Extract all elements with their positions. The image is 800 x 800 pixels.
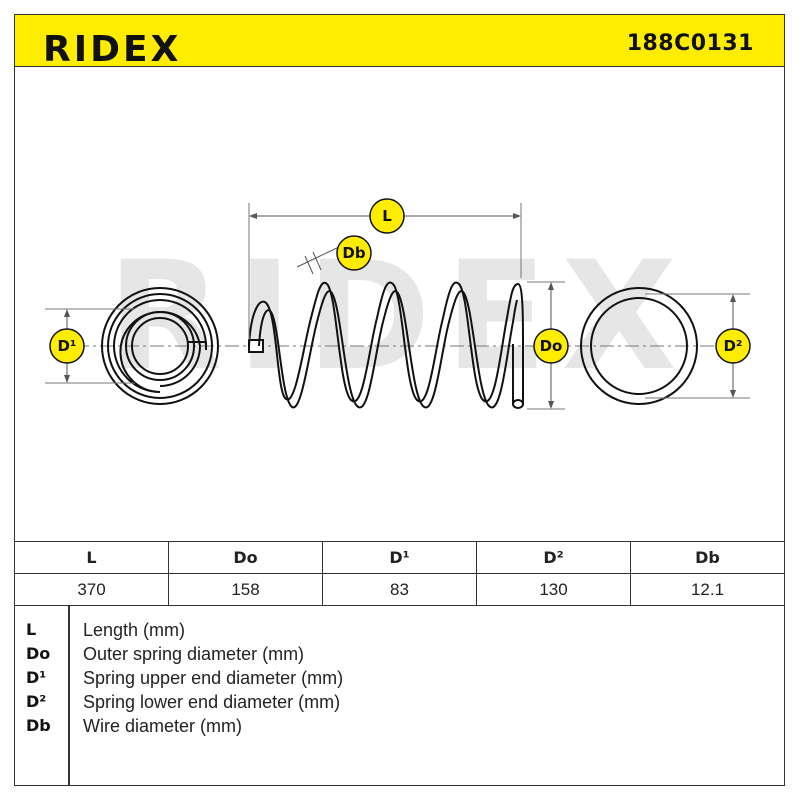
value-cell-wire-diameter: 12.1 — [630, 573, 785, 606]
legend-description: Spring lower end diameter (mm) — [83, 692, 341, 712]
upper-diameter-dimension: D¹ — [45, 308, 135, 384]
spring-side-view — [248, 281, 524, 409]
wire-label: Db — [342, 244, 365, 262]
legend-key: L — [26, 620, 37, 639]
value-cell-length: 370 — [14, 573, 169, 606]
header-cell-upper-diameter: D¹ — [322, 541, 477, 574]
legend-description: Length (mm) — [83, 620, 186, 640]
legend-description: Outer spring diameter (mm) — [83, 644, 305, 664]
length-dimension: L — [248, 198, 522, 340]
legend: L Length (mm) Do Outer spring diameter (… — [14, 606, 785, 786]
length-label: L — [382, 207, 392, 225]
legend-key: D¹ — [26, 668, 47, 687]
legend-item: L Length (mm) — [14, 620, 774, 644]
lower-end-view — [580, 287, 698, 405]
specs-value-row: 370 158 83 130 12.1 — [14, 573, 785, 606]
header-cell-length: L — [14, 541, 169, 574]
header-cell-lower-diameter: D² — [476, 541, 631, 574]
upper-diameter-label: D¹ — [57, 337, 76, 355]
legend-key: Db — [26, 716, 51, 735]
value-cell-lower-diameter: 130 — [476, 573, 631, 606]
legend-divider — [68, 606, 70, 786]
value-cell-outer-diameter: 158 — [168, 573, 323, 606]
header-bar: RIDEX 188C0131 — [14, 14, 785, 70]
header-cell-outer-diameter: Do — [168, 541, 323, 574]
legend-item: Db Wire diameter (mm) — [14, 716, 774, 740]
lower-diameter-label: D² — [723, 337, 742, 355]
header-cell-wire-diameter: Db — [630, 541, 785, 574]
legend-item: D² Spring lower end diameter (mm) — [14, 692, 774, 716]
upper-end-view — [101, 287, 219, 405]
legend-key: D² — [26, 692, 47, 711]
specs-table: L Do D¹ D² Db 370 158 83 130 12.1 — [14, 541, 785, 606]
legend-description: Spring upper end diameter (mm) — [83, 668, 344, 688]
brand-logo: RIDEX — [43, 29, 182, 70]
part-number: 188C0131 — [626, 31, 754, 56]
specs-header-row: L Do D¹ D² Db — [14, 541, 785, 574]
lower-diameter-dimension: D² — [645, 293, 751, 399]
legend-item: Do Outer spring diameter (mm) — [14, 644, 774, 668]
legend-item: D¹ Spring upper end diameter (mm) — [14, 668, 774, 692]
value-cell-upper-diameter: 83 — [322, 573, 477, 606]
outer-diameter-label: Do — [540, 337, 563, 355]
wire-dimension: Db — [296, 235, 372, 275]
legend-description: Wire diameter (mm) — [83, 716, 243, 736]
watermark: RIDEX — [107, 230, 691, 404]
legend-key: Do — [26, 644, 51, 663]
outer-diameter-dimension: Do — [527, 281, 569, 410]
spring-diagram: RIDEX D¹ L — [45, 198, 751, 410]
